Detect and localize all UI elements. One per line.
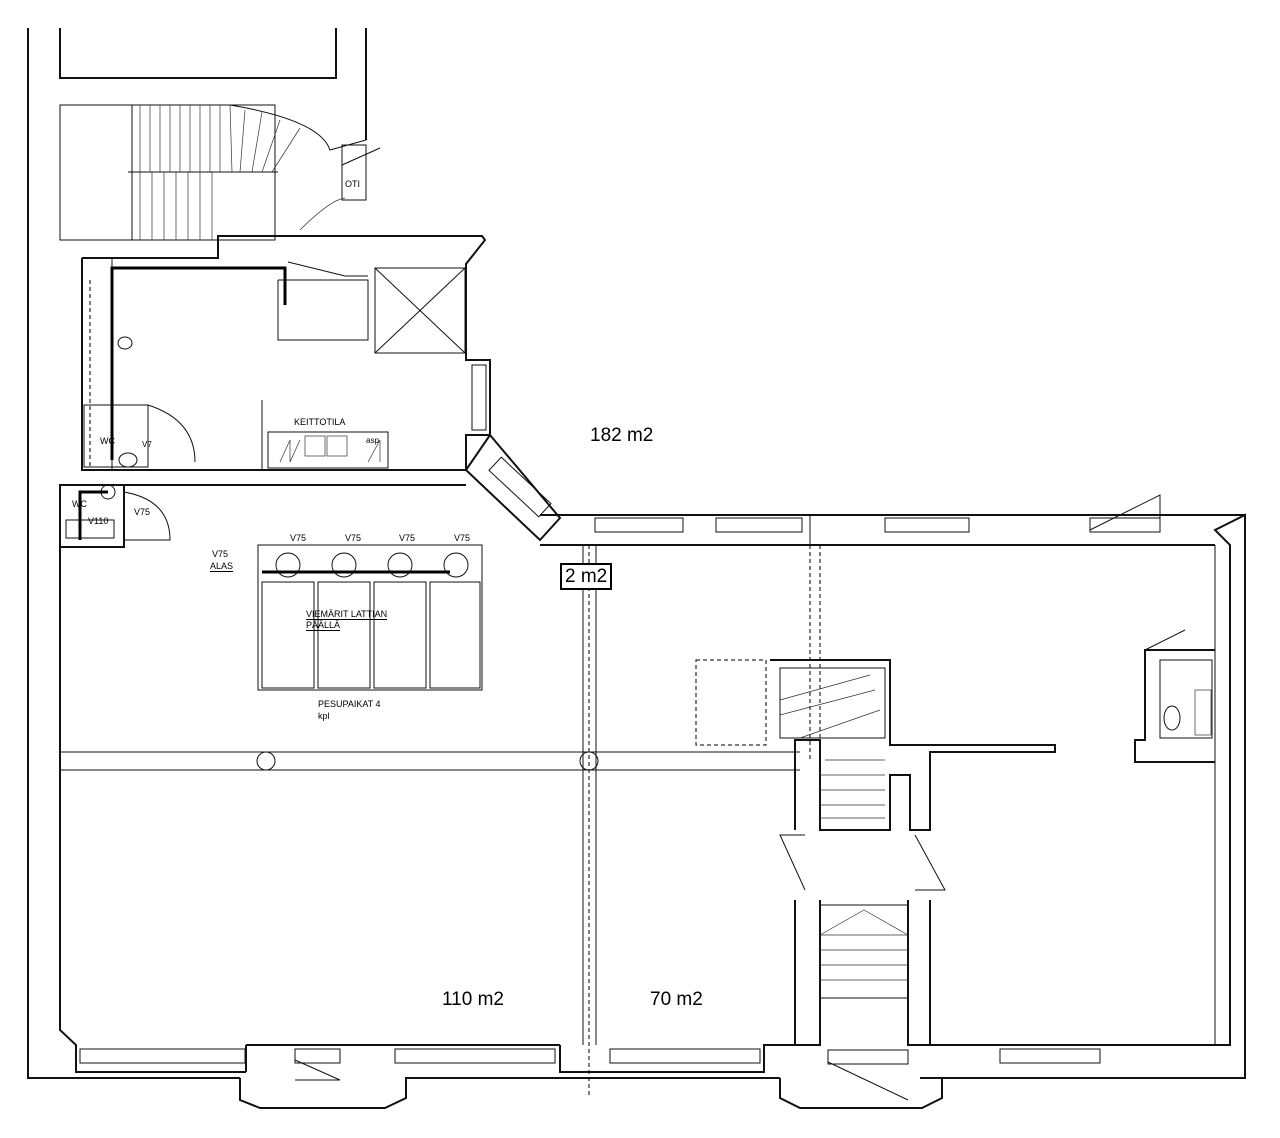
area-label-left-bottom: 110 m2 <box>442 989 504 1010</box>
room-label-kitchen: KEITTOTILA <box>294 417 346 427</box>
pipe-label-v75-c: V75 <box>399 533 416 543</box>
room-label-wc-upper: WC <box>100 436 115 446</box>
pipe-label-v75-b: V75 <box>345 533 362 543</box>
central-stair <box>695 659 1056 1101</box>
pipe-label-drains: VIEMÄRIT LATTIAN <box>306 609 388 620</box>
area-label-small-box: 2 m2 <box>560 563 613 590</box>
room-label-wc-lower: WC <box>72 499 87 509</box>
pipe-label-v110: V110 <box>88 516 109 526</box>
area-label-big-hall: 182 m2 <box>590 425 654 446</box>
outer-walls <box>27 28 1246 1109</box>
pipe-label-on-floor: PÄÄLLÄ <box>306 620 341 631</box>
pipe-label-v75-wc: V75 <box>134 507 151 517</box>
pipe-label-v75-d: V75 <box>454 533 471 543</box>
wc-lower <box>59 484 171 548</box>
area-label-mid-bottom: 70 m2 <box>650 989 703 1010</box>
pipe-label-v75-a: V75 <box>290 533 307 543</box>
pipe-label-v7: V7 <box>142 440 152 449</box>
hall-walls <box>60 494 1245 1095</box>
wash-places-count-label: kpl <box>318 711 330 721</box>
upper-block <box>59 104 562 542</box>
wash-places <box>257 544 483 691</box>
room-label-oti: OTI <box>345 179 360 189</box>
bottom-windows <box>79 1048 1101 1081</box>
wash-places-label: PESUPAIKAT 4 <box>318 699 381 709</box>
pipe-label-v75-down: V75 <box>212 549 229 559</box>
right-wc <box>1134 629 1215 763</box>
room-label-kitchen-asp: asp <box>366 436 379 445</box>
pipe-label-down: ALAS <box>210 561 234 572</box>
